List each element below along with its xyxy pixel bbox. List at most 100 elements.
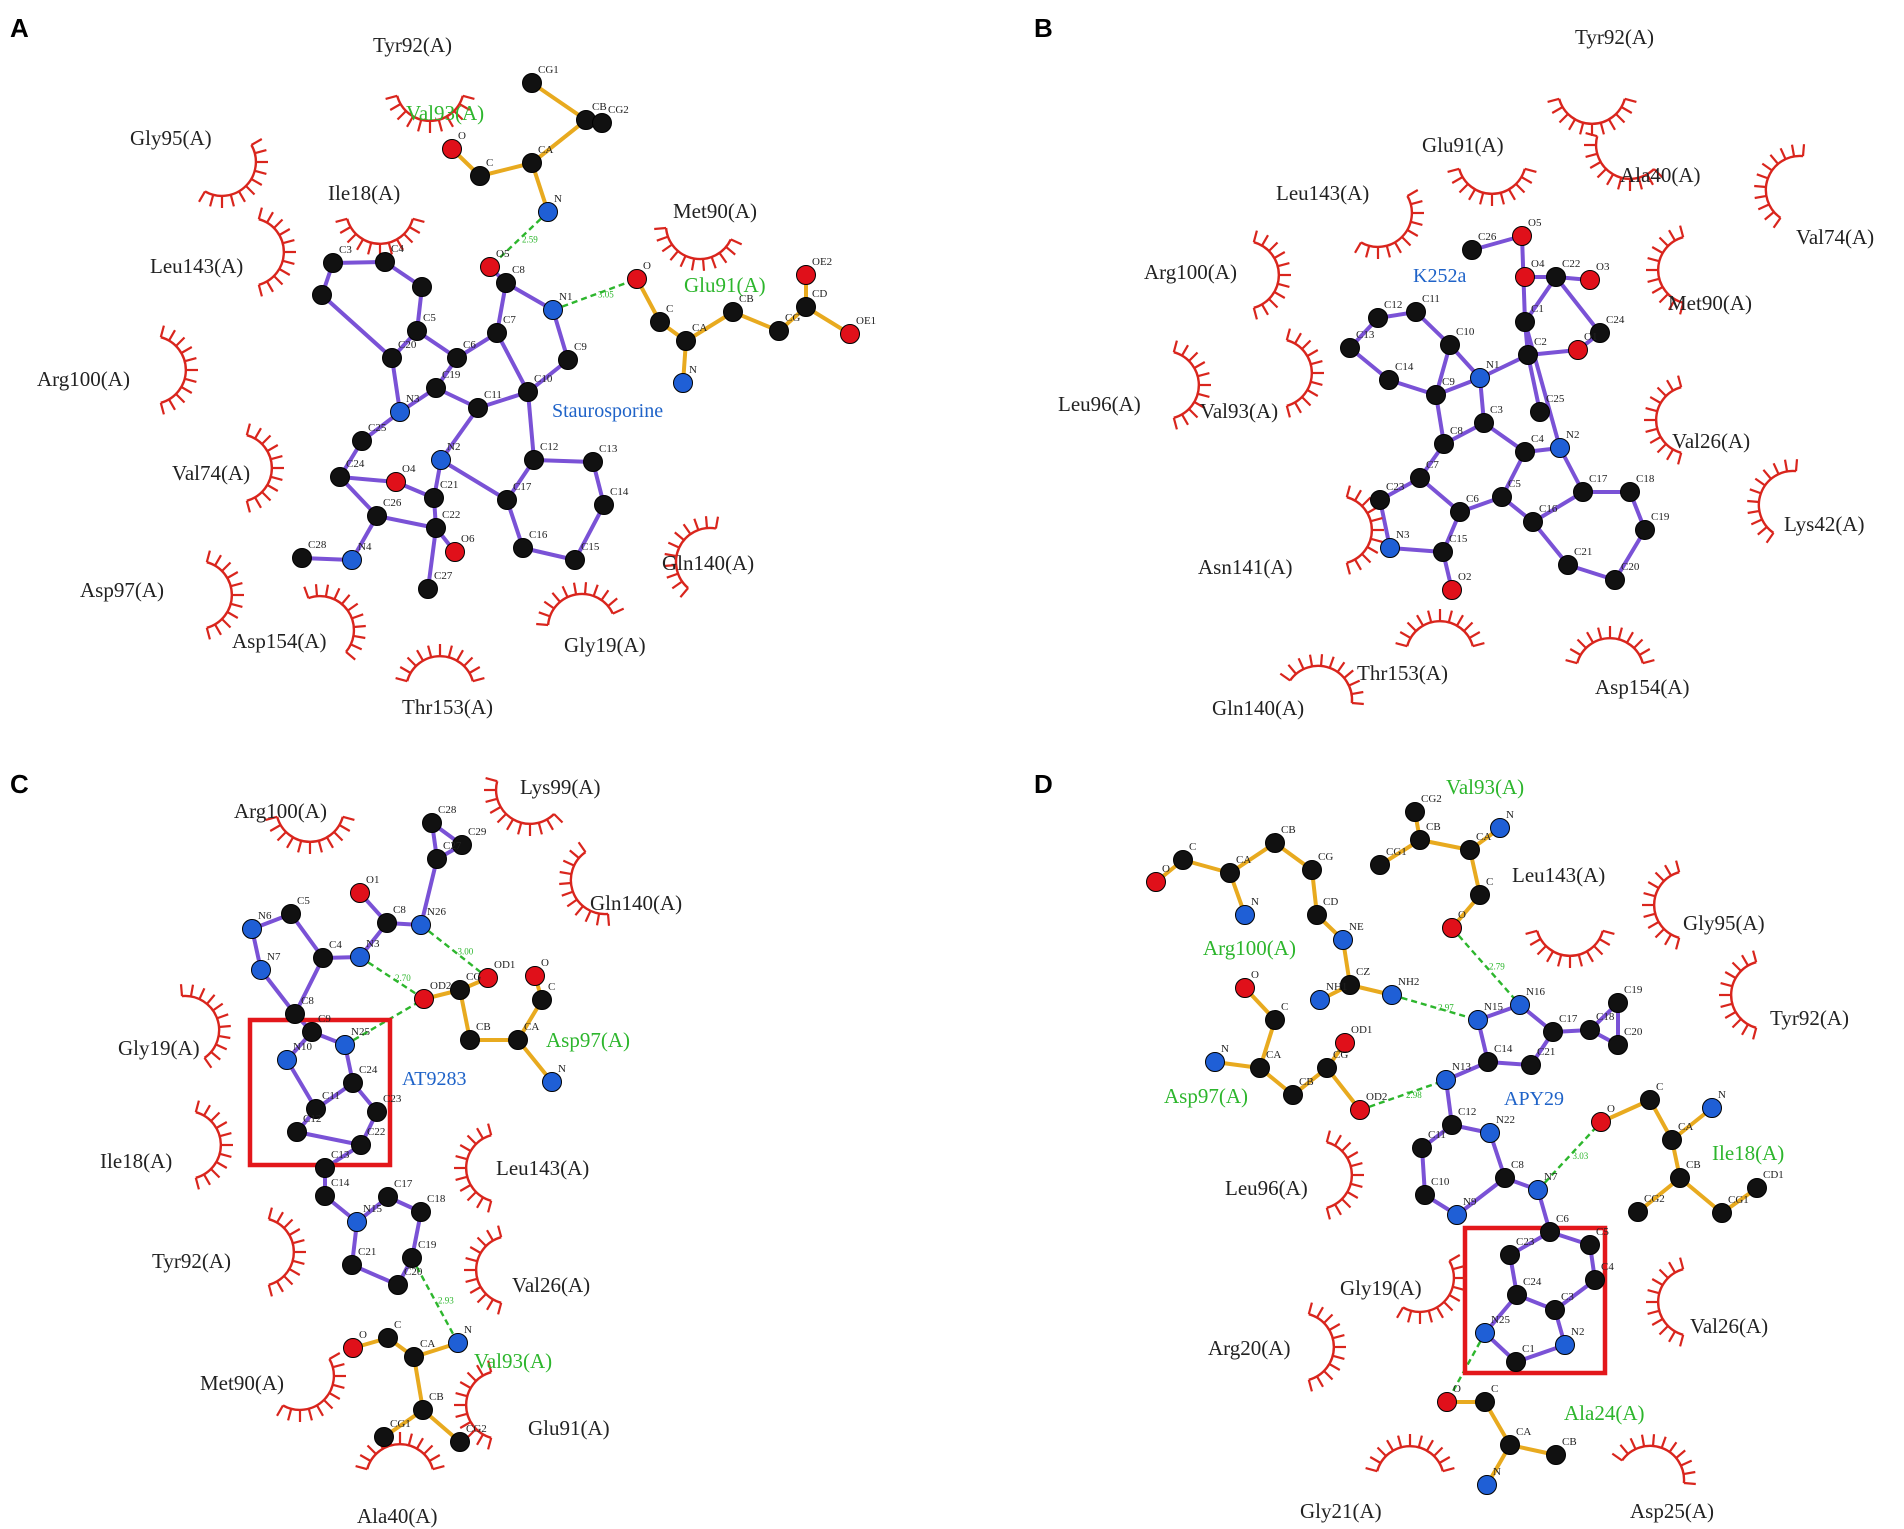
arc-tick — [466, 1191, 477, 1202]
arc-tick — [1427, 610, 1433, 623]
hydrophobic-contact-c-9 — [454, 1360, 493, 1450]
atom-label: O — [541, 957, 549, 969]
arc-tick — [326, 836, 334, 849]
arc-tick — [1386, 1439, 1394, 1452]
bond-staurosporine — [573, 503, 606, 562]
atom-label: C13 — [599, 443, 618, 455]
arc-tick — [1596, 168, 1607, 179]
atom-cg-asp97 — [450, 980, 470, 1000]
arc-tick — [1442, 1467, 1455, 1473]
atom-label: CG1 — [1386, 846, 1407, 858]
arc-tick — [1188, 351, 1199, 362]
arc-tick — [270, 475, 283, 481]
residue-label-tyr92-a: Tyr92(A) — [152, 1249, 231, 1273]
arc-tick — [1637, 177, 1643, 190]
arc-tick — [459, 1184, 472, 1192]
atom-cz-arg100 — [1340, 975, 1360, 995]
arc-tick — [1348, 679, 1361, 687]
arc-tick — [1308, 654, 1314, 667]
hydrophobic-contact-d-5 — [1646, 1257, 1685, 1347]
arc-tick — [1679, 225, 1685, 238]
arc-curve — [1402, 1260, 1456, 1314]
arc-tick — [1658, 293, 1669, 304]
arc-tick — [1647, 277, 1660, 283]
atom-cg-arg100 — [1302, 860, 1322, 880]
atom-o-glu91 — [627, 269, 647, 289]
arc-tick — [664, 563, 677, 568]
atom-label: C11 — [1422, 293, 1440, 305]
atom-c27-staurosporine — [418, 579, 438, 599]
arc-tick — [1310, 380, 1323, 386]
atom-label: N — [1493, 1466, 1501, 1478]
residue-label-leu143-a: Leu143(A) — [150, 254, 243, 278]
arc-tick — [476, 1293, 487, 1304]
arc-tick — [1599, 122, 1605, 135]
atom-c12-apy29 — [1442, 1115, 1462, 1135]
atom-c20-at9283 — [388, 1275, 408, 1295]
hydrophobic-contact-c-8 — [276, 1352, 346, 1422]
atom-c-val93 — [470, 166, 490, 186]
atom-n2-apy29 — [1555, 1335, 1575, 1355]
arc-tick — [572, 582, 578, 595]
arc-tick — [1395, 642, 1408, 648]
arc-tick — [1366, 546, 1379, 554]
arc-tick — [1252, 307, 1258, 320]
atom-c8-k252a — [1434, 434, 1454, 454]
atom-c8-at9283 — [285, 1004, 305, 1024]
arc-tick — [1448, 1254, 1461, 1262]
atom-c10-k252a — [1440, 335, 1460, 355]
atom-c19-apy29 — [1608, 993, 1628, 1013]
arc-tick — [288, 1268, 301, 1276]
arc-tick — [595, 913, 601, 926]
arc-tick — [497, 1225, 503, 1238]
arc-tick — [266, 211, 274, 224]
arc-curve — [546, 592, 614, 626]
arc-tick — [1336, 661, 1346, 673]
arc-tick — [1668, 1261, 1676, 1274]
arc-tick — [1752, 950, 1758, 963]
arc-curve — [160, 336, 187, 404]
hydrogen-bond — [410, 1257, 460, 1344]
arc-tick — [1325, 1130, 1331, 1143]
atom-label: C — [666, 303, 673, 315]
arc-tick — [1565, 659, 1578, 665]
arc-curve — [1326, 1141, 1353, 1209]
hydrophobic-contact-a-8 — [664, 516, 720, 598]
arc-tick — [267, 1284, 273, 1297]
atom-n3-staurosporine — [390, 402, 410, 422]
atom-label: N — [689, 364, 697, 376]
arc-tick — [1790, 144, 1796, 157]
arc-tick — [469, 1286, 482, 1294]
arc-tick — [1328, 1323, 1341, 1331]
arc-tick — [1426, 1439, 1434, 1452]
arc-tick — [1660, 1436, 1667, 1449]
atom-label: C12 — [1384, 299, 1402, 311]
arc-tick — [250, 178, 263, 186]
arc-tick — [1354, 489, 1362, 502]
hydrophobic-contact-a-6 — [245, 423, 284, 513]
atom-label: N3 — [366, 938, 380, 950]
atom-label: N — [1251, 896, 1259, 908]
atom-label: CG1 — [1728, 1194, 1749, 1206]
atom-o1-at9283 — [350, 883, 370, 903]
atom-n16-apy29 — [1510, 995, 1530, 1015]
atom-c20-apy29 — [1608, 1035, 1628, 1055]
arc-tick — [1656, 386, 1667, 397]
atom-label: CA — [524, 1021, 539, 1033]
hydrophobic-contact-c-10 — [355, 1432, 445, 1471]
atom-c13-at9283 — [315, 1158, 335, 1178]
atom-label: CG1 — [538, 64, 559, 76]
atom-label: C5 — [423, 312, 436, 324]
atom-c15-k252a — [1433, 542, 1453, 562]
arc-tick — [175, 393, 186, 404]
atom-label: C — [1491, 1383, 1498, 1395]
atom-label: C3 — [1490, 404, 1503, 416]
arc-tick — [1319, 654, 1324, 667]
arc-tick — [1675, 937, 1681, 950]
arc-tick — [1547, 97, 1560, 103]
atom-c16-k252a — [1523, 512, 1543, 532]
atom-nh2-arg100 — [1382, 985, 1402, 1005]
atom-label: CB — [1562, 1436, 1577, 1448]
arc-tick — [671, 580, 683, 590]
residue-label-leu143-a: Leu143(A) — [1276, 181, 1369, 205]
